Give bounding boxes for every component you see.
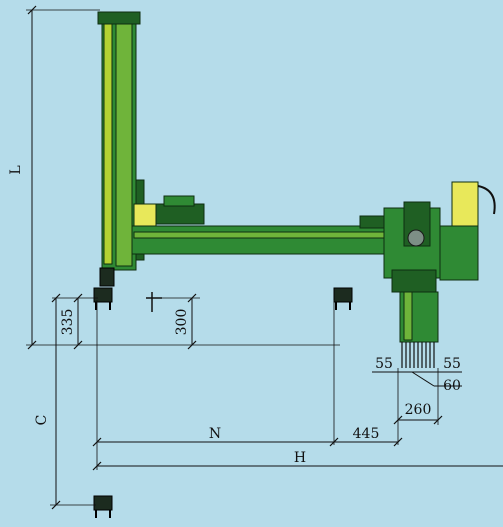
label-H: H	[294, 450, 306, 466]
column-rail-right	[115, 15, 133, 267]
label-55-left: 55	[375, 356, 393, 372]
label-300: 300	[174, 309, 190, 336]
gripper-icon	[93, 495, 113, 518]
column-foot	[99, 267, 115, 287]
horizontal-beam	[131, 225, 409, 255]
vertical-arm-rail	[403, 291, 413, 341]
gripper-fingers	[401, 342, 435, 368]
beam-rail	[133, 231, 407, 239]
crosshair-icon	[146, 292, 162, 312]
counterweight-body	[439, 225, 479, 281]
gripper-icon	[333, 287, 353, 310]
label-N: N	[209, 426, 221, 442]
robot-arm-illustration	[93, 11, 496, 518]
column-rail-left	[103, 15, 113, 265]
label-55-right: 55	[443, 356, 461, 372]
motor-top	[163, 195, 195, 207]
dimension-lines	[26, 5, 503, 510]
label-335: 335	[60, 309, 76, 336]
label-260: 260	[405, 402, 432, 418]
vertical-arm-carriage	[391, 269, 437, 293]
motor-housing	[155, 203, 205, 225]
label-L: L	[8, 165, 24, 174]
label-60: 60	[443, 378, 461, 394]
label-C: C	[34, 415, 50, 426]
gripper-icon	[93, 287, 113, 310]
cable-hose	[477, 185, 496, 215]
dimension-labels: L 335 300 C N 445 260 H 55 55 60	[8, 165, 461, 466]
head-pulley	[407, 229, 425, 247]
counterweight-top	[451, 181, 479, 229]
column-cap	[97, 11, 141, 25]
label-445: 445	[353, 426, 380, 442]
